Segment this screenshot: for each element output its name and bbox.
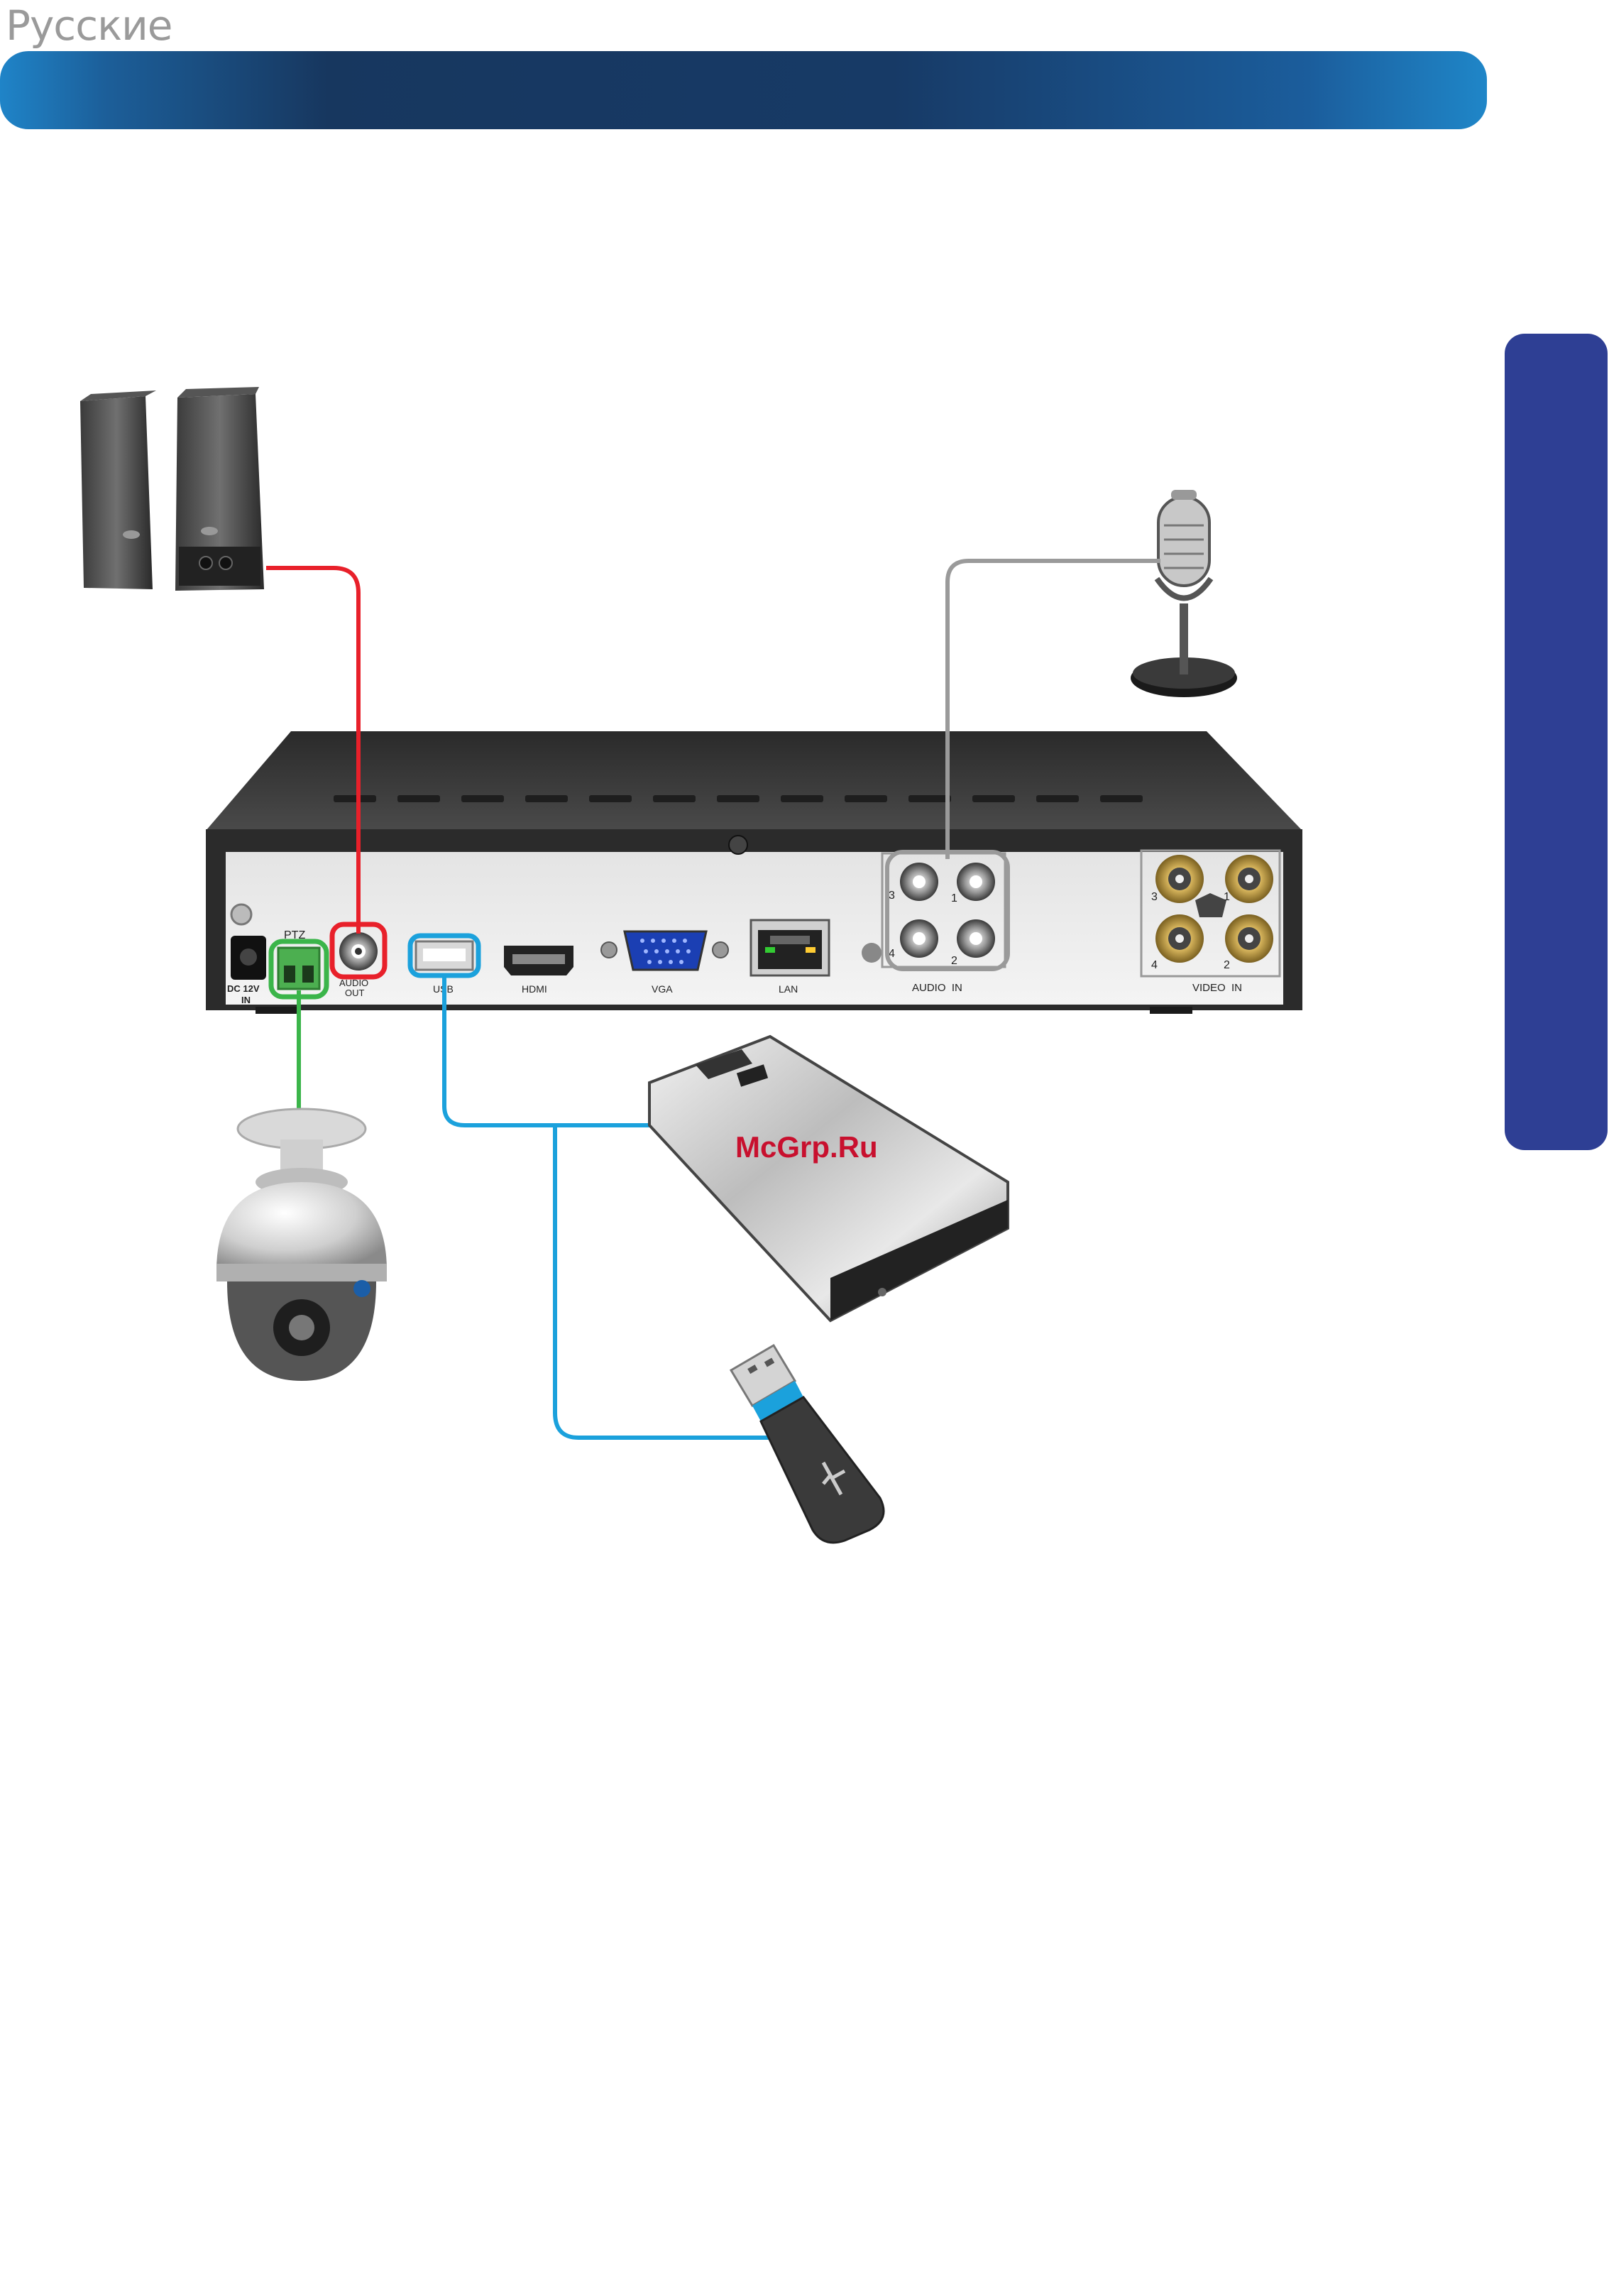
video-in-number-3: 3	[1151, 891, 1158, 903]
lan-label: LAN	[779, 983, 798, 995]
speakers-icon	[80, 387, 264, 591]
dvr-recorder	[206, 731, 1302, 1014]
external-hdd-icon	[649, 1037, 1008, 1321]
microphone-icon	[1131, 490, 1237, 697]
video-in-number-2: 2	[1224, 959, 1230, 971]
video-in-label: VIDEO IN	[1192, 982, 1242, 994]
audio-in-number-1: 1	[951, 892, 957, 904]
audio-in-label: AUDIO IN	[912, 982, 962, 994]
watermark-text: McGrp.Ru	[735, 1130, 878, 1164]
hdmi-label: HDMI	[522, 983, 547, 995]
vga-label: VGA	[652, 983, 673, 995]
audio-in-number-3: 3	[889, 890, 895, 902]
ptz-camera-icon	[216, 1109, 387, 1381]
video-in-number-1: 1	[1224, 891, 1230, 903]
dc-label-line2: IN	[241, 995, 251, 1005]
usb-flash-drive-icon	[731, 1345, 884, 1543]
video-in-number-4: 4	[1151, 959, 1158, 971]
dc-label-line1: DC 12V	[227, 983, 260, 994]
audio-out-label-line2: OUT	[345, 988, 365, 998]
audio-in-number-2: 2	[951, 955, 957, 967]
